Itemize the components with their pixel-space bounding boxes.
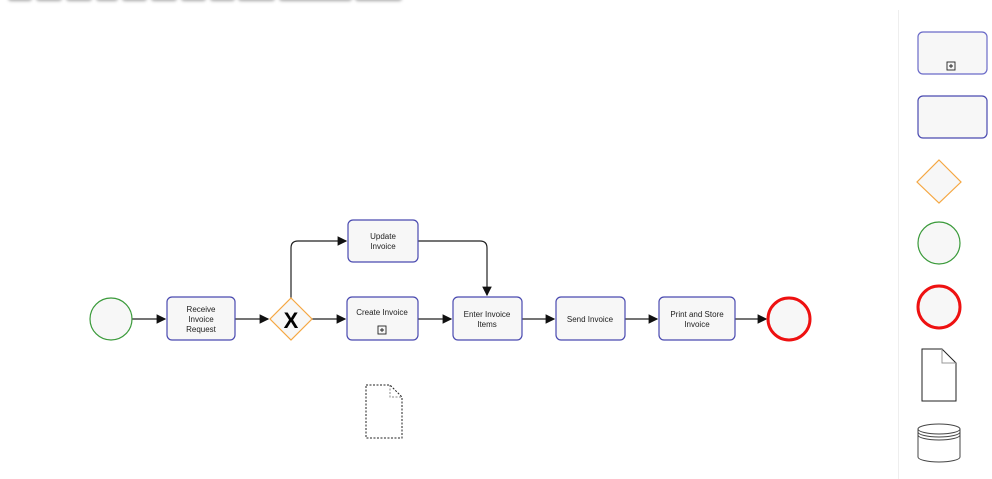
task-label: Print and Store [670, 310, 724, 319]
task-print-and-store-invoice[interactable]: Print and Store Invoice [658, 296, 736, 341]
task-label: Enter Invoice [464, 310, 511, 319]
expand-plus-icon[interactable] [377, 325, 387, 335]
task-label: Create Invoice [356, 308, 408, 317]
palette-gateway[interactable] [916, 159, 962, 204]
task-update-invoice[interactable]: Update Invoice [347, 219, 419, 263]
task-enter-invoice-items[interactable]: Enter Invoice Items [452, 296, 523, 341]
exclusive-gateway[interactable]: X [269, 297, 313, 341]
diagram-canvas[interactable]: Receive Invoice Request X Update Invoice… [0, 0, 898, 479]
subprocess-create-invoice[interactable]: Create Invoice [346, 296, 419, 341]
data-object-dashed[interactable] [365, 384, 403, 439]
palette-end-event[interactable] [916, 284, 962, 330]
palette-subprocess[interactable] [917, 31, 988, 75]
gateway-x-label: X [284, 308, 299, 333]
task-label: Receive [187, 305, 216, 314]
flow[interactable] [418, 240, 492, 297]
flow[interactable] [290, 236, 348, 298]
end-event[interactable] [766, 296, 812, 342]
task-label: Invoice [370, 242, 396, 251]
task-label: Invoice [188, 315, 214, 324]
expand-plus-icon [946, 61, 956, 71]
shape-palette [898, 10, 988, 479]
task-label: Send Invoice [567, 315, 614, 324]
task-label: Invoice [684, 320, 710, 329]
task-label: Update [370, 232, 396, 241]
palette-start-event[interactable] [917, 221, 961, 265]
start-event[interactable] [89, 297, 133, 341]
task-send-invoice[interactable]: Send Invoice [555, 296, 626, 341]
task-receive-invoice-request[interactable]: Receive Invoice Request [166, 296, 236, 341]
sequence-flows [132, 236, 768, 324]
palette-data-store[interactable] [917, 423, 961, 463]
palette-task[interactable] [917, 95, 988, 139]
task-label: Items [477, 320, 497, 329]
task-label: Request [186, 325, 217, 334]
palette-data-object[interactable] [921, 348, 957, 402]
